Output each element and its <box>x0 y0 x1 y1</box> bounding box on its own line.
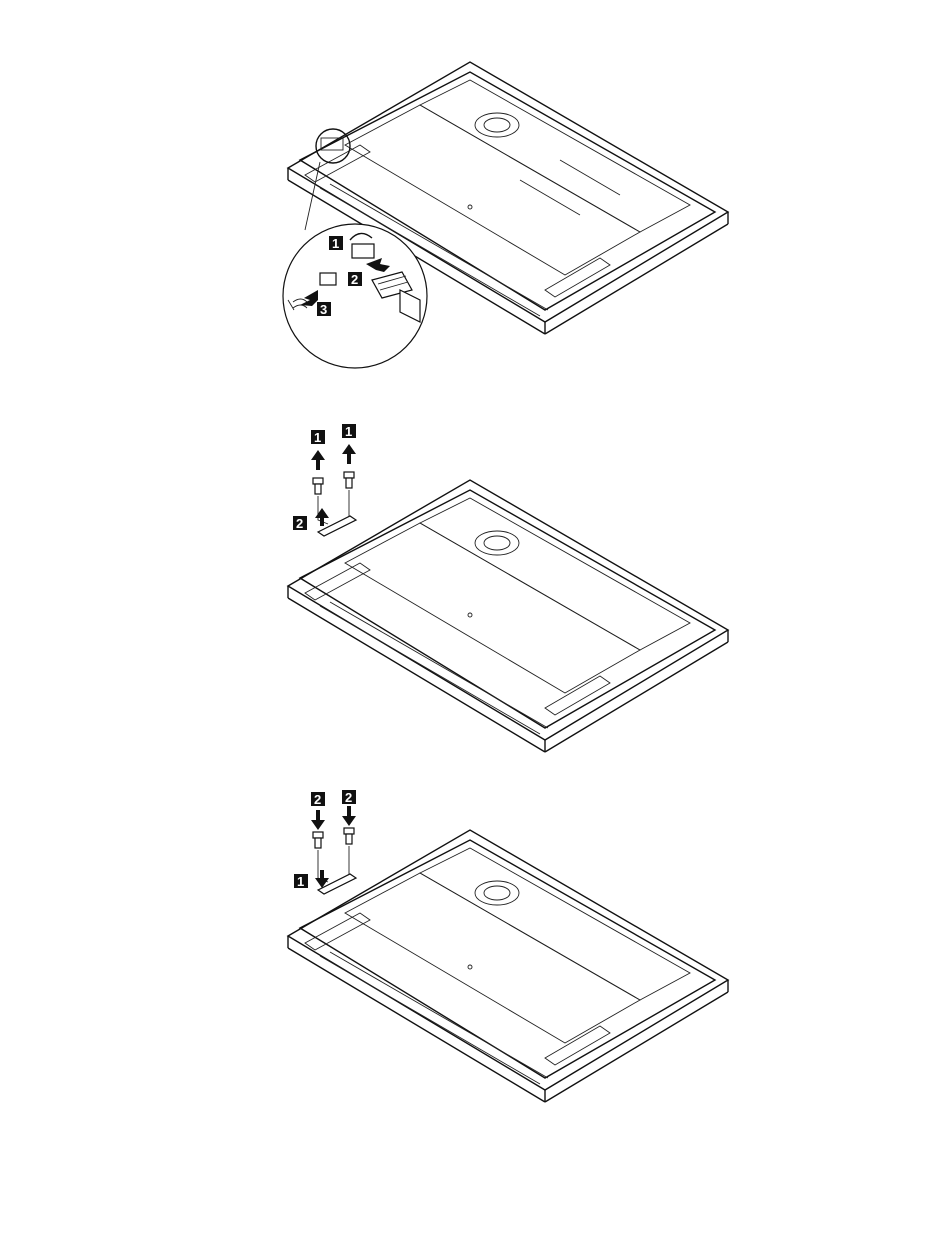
svg-text:1: 1 <box>314 430 321 445</box>
screw-icon <box>313 832 323 848</box>
connector-latch <box>352 244 374 258</box>
callout-badge: 1 <box>342 424 356 439</box>
detail-zoom-circle <box>283 224 427 368</box>
callout-badge: 2 <box>311 792 325 807</box>
svg-text:2: 2 <box>345 790 352 805</box>
arrow-down-icon <box>342 806 356 826</box>
connector-plug <box>320 273 336 285</box>
svg-text:2: 2 <box>314 792 321 807</box>
svg-text:1: 1 <box>332 236 339 251</box>
zoom-leader-line <box>305 162 320 230</box>
laptop-base-illustration: 1 1 2 <box>0 420 950 760</box>
svg-text:2: 2 <box>296 516 303 531</box>
svg-text:2: 2 <box>351 272 358 287</box>
screw-icon <box>313 478 323 494</box>
callout-badge: 1 <box>294 874 308 889</box>
callout-badge: 3 <box>317 302 331 317</box>
figure-install-bracket: 2 2 1 <box>0 780 950 1110</box>
laptop-base-frame <box>288 830 728 1102</box>
laptop-base-illustration: 2 2 1 <box>0 780 950 1110</box>
screw-icon <box>344 828 354 844</box>
screw-icon <box>344 472 354 488</box>
callout-badge: 2 <box>348 272 362 287</box>
callout-badge: 1 <box>311 430 325 445</box>
arrow-down-icon <box>311 810 325 830</box>
svg-text:3: 3 <box>320 302 327 317</box>
figure-disconnect-cable: 1 2 3 <box>0 0 950 380</box>
callout-badge: 2 <box>342 790 356 805</box>
svg-text:1: 1 <box>345 424 352 439</box>
callout-badge: 1 <box>329 236 343 251</box>
arrow-up-icon <box>342 444 356 464</box>
laptop-base-illustration: 1 2 3 <box>0 0 950 380</box>
figure-remove-bracket: 1 1 2 <box>0 420 950 760</box>
callout-badge: 2 <box>293 516 307 531</box>
svg-text:1: 1 <box>297 874 304 889</box>
arrow-up-icon <box>311 450 325 470</box>
